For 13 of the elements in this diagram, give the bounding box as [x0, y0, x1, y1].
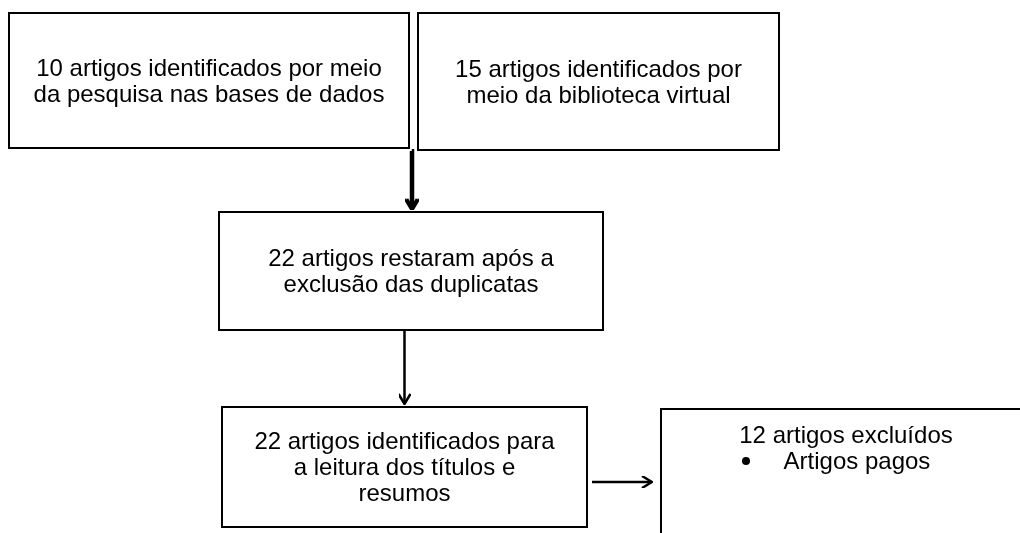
process-box — [221, 406, 588, 528]
box-text: 22 artigos restaram após a exclusão das duplicatas — [267, 245, 555, 297]
process-box — [218, 211, 604, 331]
arrow — [397, 331, 412, 406]
box-text: 12 artigos excluídos — [739, 422, 953, 448]
process-box — [417, 12, 780, 151]
box-text: 10 artigos identificados por meio da pesquisa nas bases de dados — [32, 54, 386, 107]
list-item-text: Artigos pagos — [783, 448, 931, 474]
box-text: 15 artigos identificados por meio da biblioteca virtual — [454, 55, 743, 108]
box-text: 22 artigos identificados para a leitura dos títulos e resumos — [253, 428, 556, 506]
process-box — [660, 408, 1020, 533]
process-box — [8, 12, 410, 149]
arrow — [592, 474, 654, 490]
